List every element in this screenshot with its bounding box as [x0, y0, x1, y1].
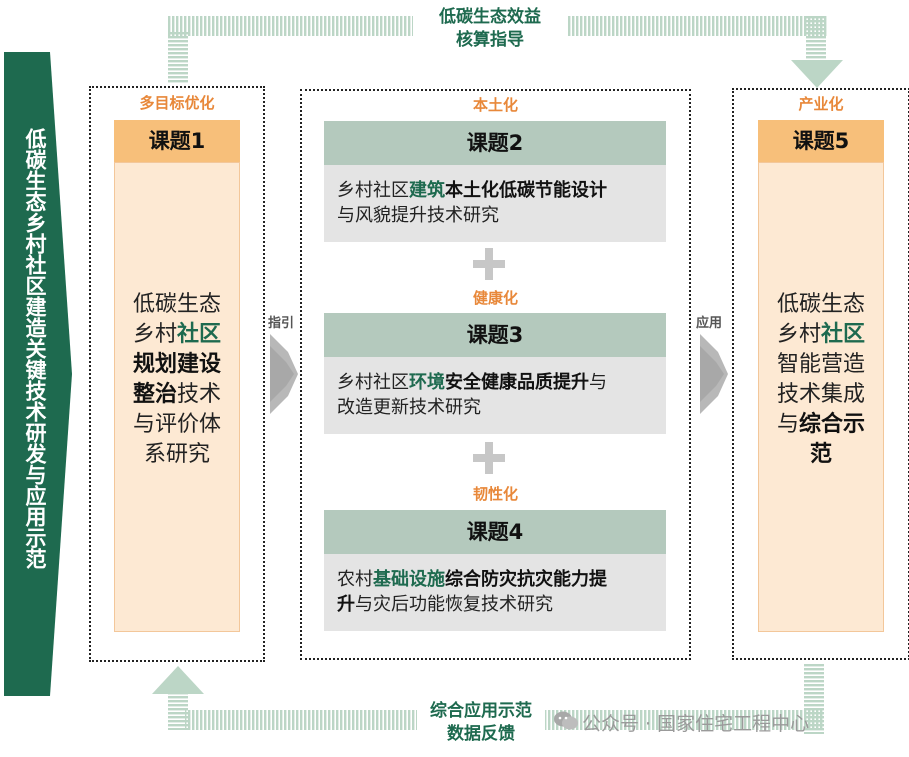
topic1-desc: 低碳生态 乡村社区 规划建设 整治技术 与评价体 系研究: [114, 290, 240, 470]
top-loop-label: 低碳生态效益 核算指导: [413, 6, 567, 52]
topic1-line2b: 社区: [177, 322, 222, 347]
topic5-line5: 与综合示: [758, 410, 884, 440]
topic2-t4: 与风貌提升技术研究: [337, 205, 499, 226]
right-group-label: 产业化: [798, 95, 844, 113]
topic2-title: 课题2: [324, 121, 666, 165]
bottom-loop-label: 综合应用示范 数据反馈: [417, 700, 545, 746]
topic3-t4: 与: [589, 372, 607, 393]
topic5-line5b: 综合示: [799, 412, 866, 437]
topic5-line2b: 社区: [821, 322, 866, 347]
topic2-body: 乡村社区建筑本土化低碳节能设计 与风貌提升技术研究: [324, 165, 666, 242]
apply-label: 应用: [696, 316, 723, 331]
plus-icon: [473, 248, 505, 280]
topic2-t3: 本土化低碳节能设计: [445, 180, 607, 201]
topic4-title: 课题4: [324, 510, 666, 554]
topic5-desc: 低碳生态 乡村社区 智能营造 技术集成 与综合示 范: [758, 290, 884, 470]
topic3-t5: 改造更新技术研究: [337, 397, 481, 418]
wechat-icon: [554, 711, 578, 730]
guide-label: 指引: [268, 316, 295, 331]
topic5-line2: 乡村社区: [758, 320, 884, 350]
topic5-line3: 智能营造: [776, 352, 865, 377]
topic1-line3: 规划建设: [132, 352, 221, 377]
topic3-t2: 环境: [409, 372, 445, 393]
left-group-label: 多目标优化: [139, 94, 215, 112]
middle-group-label: 本土化: [472, 96, 518, 114]
topic5-title: 课题5: [758, 120, 884, 162]
topic5-line5a: 与: [776, 412, 799, 437]
topic3-t3: 安全健康品质提升: [445, 372, 589, 393]
topic3-desc: 乡村社区环境安全健康品质提升与 改造更新技术研究: [337, 370, 657, 420]
watermark-text: 公众号 · 国家住宅工程中心: [582, 713, 810, 735]
plus-icon: [473, 442, 505, 474]
topic1-line4a: 整治: [132, 382, 177, 407]
topic1-line5: 与评价体: [132, 412, 221, 437]
topic1-line4: 整治技术: [114, 380, 240, 410]
topic1-line2a: 乡村: [132, 322, 177, 347]
guide-arrow-icon: [270, 334, 298, 414]
topic3-t1: 乡村社区: [337, 372, 409, 393]
topic2-desc: 乡村社区建筑本土化低碳节能设计 与风貌提升技术研究: [337, 178, 657, 228]
topic5-line1: 低碳生态: [776, 292, 865, 317]
topic5-line2a: 乡村: [776, 322, 821, 347]
topic4-body: 农村基础设施综合防灾抗灾能力提 升与灾后功能恢复技术研究: [324, 554, 666, 631]
topic2-t1: 乡村社区: [337, 180, 409, 201]
left-group-frame: [89, 86, 265, 662]
topic1-body: 低碳生态 乡村社区 规划建设 整治技术 与评价体 系研究: [114, 162, 240, 632]
middle-group-frame: [300, 89, 691, 660]
topic3-title: 课题3: [324, 313, 666, 357]
health-label: 健康化: [472, 289, 518, 307]
topic1-line4b: 技术: [177, 382, 222, 407]
bottom-loop-arrow: [152, 664, 824, 734]
top-loop-line1: 低碳生态效益: [439, 7, 541, 27]
topic5-line4: 技术集成: [776, 382, 865, 407]
topic1-line6: 系研究: [143, 442, 210, 467]
topic4-t3: 综合防灾抗灾能力提: [445, 569, 607, 590]
banner-shape: [4, 52, 72, 696]
topic2-t2: 建筑: [409, 180, 445, 201]
banner-title: 低碳生态乡村社区建造关键技术研发与应用示范: [23, 127, 47, 569]
topic5-body: 低碳生态 乡村社区 智能营造 技术集成 与综合示 范: [758, 162, 884, 632]
top-loop-arrow: [168, 16, 843, 88]
topic4-t1: 农村: [337, 569, 373, 590]
topic4-desc: 农村基础设施综合防灾抗灾能力提 升与灾后功能恢复技术研究: [337, 567, 659, 617]
topic4-t2: 基础设施: [373, 569, 445, 590]
bottom-loop-line2: 数据反馈: [447, 724, 515, 744]
topic4-t4: 升: [337, 594, 355, 615]
topic5-line6: 范: [809, 442, 832, 467]
topic3-body: 乡村社区环境安全健康品质提升与 改造更新技术研究: [324, 357, 666, 434]
top-loop-line2: 核算指导: [456, 30, 524, 50]
apply-arrow-icon: [700, 334, 728, 414]
topic1-title: 课题1: [114, 120, 240, 162]
resilience-label: 韧性化: [472, 485, 518, 503]
topic1-line2: 乡村社区: [114, 320, 240, 350]
topic1-line1: 低碳生态: [132, 292, 221, 317]
topic4-t5: 与灾后功能恢复技术研究: [355, 594, 553, 615]
bottom-loop-line1: 综合应用示范: [430, 701, 532, 721]
